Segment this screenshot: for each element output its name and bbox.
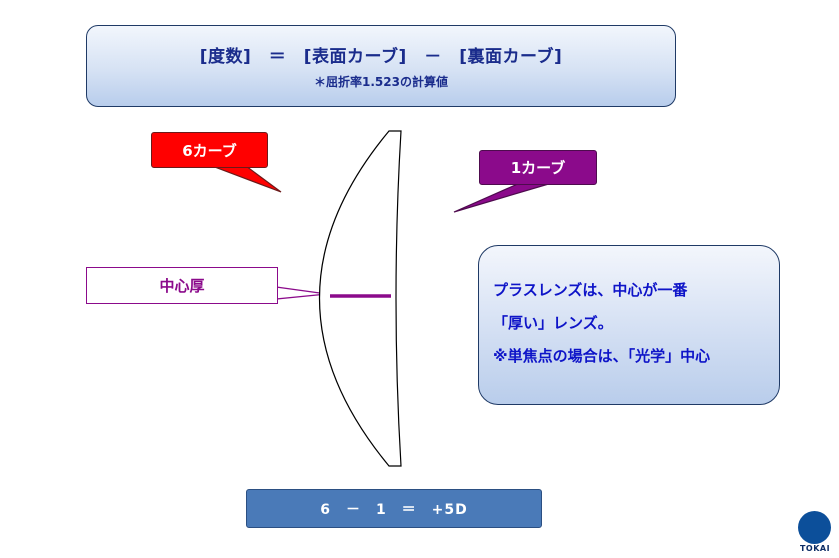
description-line: プラスレンズは、中心が一番: [493, 281, 688, 299]
power-result: 6 － 1 ＝ +5D: [246, 489, 542, 528]
back-curve-pointer: [453, 182, 553, 213]
center-thickness-label: 中心厚: [86, 267, 278, 304]
front-curve-pointer: [211, 165, 282, 193]
description-line: 「厚い」レンズ。: [493, 314, 613, 332]
lens-outline: [319, 130, 402, 467]
logo-mark: [798, 511, 831, 544]
tokai-logo: TOKAI: [795, 511, 835, 556]
front-curve-label: 6カーブ: [151, 132, 268, 168]
refractive-index-note: ＊屈折率1.523の計算値: [314, 75, 448, 89]
logo-text: TOKAI: [799, 544, 831, 553]
formula-text: [度数] ＝ [表面カーブ] － [裏面カーブ]: [199, 47, 563, 67]
description-line: ※単焦点の場合は、「光学」中心: [493, 347, 711, 365]
description-box: プラスレンズは、中心が一番 「厚い」レンズ。 ※単焦点の場合は、「光学」中心: [478, 245, 780, 405]
formula-banner: [度数] ＝ [表面カーブ] － [裏面カーブ] ＊屈折率1.523の計算値: [86, 25, 676, 107]
back-curve-label: 1カーブ: [479, 150, 597, 185]
